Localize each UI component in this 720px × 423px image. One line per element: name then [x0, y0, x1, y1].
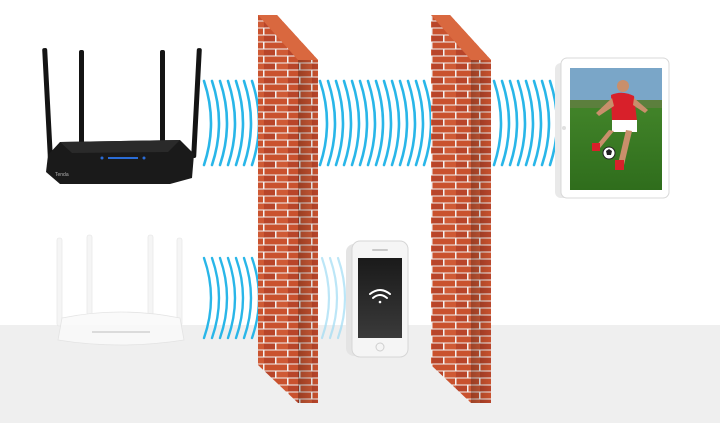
- router-brand-label: Tenda: [55, 172, 69, 178]
- signal-arc: [218, 79, 229, 167]
- signal-arc: [350, 79, 361, 167]
- signal-arc: [516, 79, 527, 167]
- signal-arc: [414, 79, 425, 167]
- soccer-player: [592, 80, 648, 170]
- signal-arc: [328, 256, 339, 340]
- signal-arc: [540, 79, 551, 167]
- signal-arc: [342, 79, 353, 167]
- tablet: [555, 57, 670, 199]
- smartphone: [346, 240, 409, 358]
- black-router: Tenda: [42, 48, 202, 184]
- signal-arc: [234, 256, 245, 340]
- signal-arc: [242, 256, 253, 340]
- signal-arc: [390, 79, 401, 167]
- wifi-icon: [369, 289, 391, 304]
- signal-arc: [202, 256, 213, 340]
- signal-arc: [358, 79, 369, 167]
- signal-arc: [406, 79, 417, 167]
- signal-arc: [532, 79, 543, 167]
- signal-arc: [226, 79, 237, 167]
- signal-arc: [382, 79, 393, 167]
- signal-arc: [210, 79, 221, 167]
- white-router: [56, 234, 185, 346]
- signal-arc: [336, 256, 347, 340]
- signal-arc: [374, 79, 385, 167]
- signal-arc: [524, 79, 535, 167]
- signal-arc: [508, 79, 519, 167]
- signal-arc: [398, 79, 409, 167]
- signal-arc: [366, 79, 377, 167]
- signal-arc: [326, 79, 337, 167]
- signal-arc: [422, 79, 433, 167]
- signal-arc: [320, 256, 331, 340]
- signal-arc: [500, 79, 511, 167]
- brick-wall-2: [431, 15, 491, 403]
- signal-arc: [242, 79, 253, 167]
- signal-arc: [226, 256, 237, 340]
- signal-arc: [492, 79, 503, 167]
- signal-arc: [318, 79, 329, 167]
- signal-arc: [202, 79, 213, 167]
- signal-arc: [234, 79, 245, 167]
- signal-arc: [218, 256, 229, 340]
- brick-wall-1: [258, 15, 318, 403]
- signal-arc: [334, 79, 345, 167]
- signal-arc: [250, 79, 261, 167]
- signal-arc: [210, 256, 221, 340]
